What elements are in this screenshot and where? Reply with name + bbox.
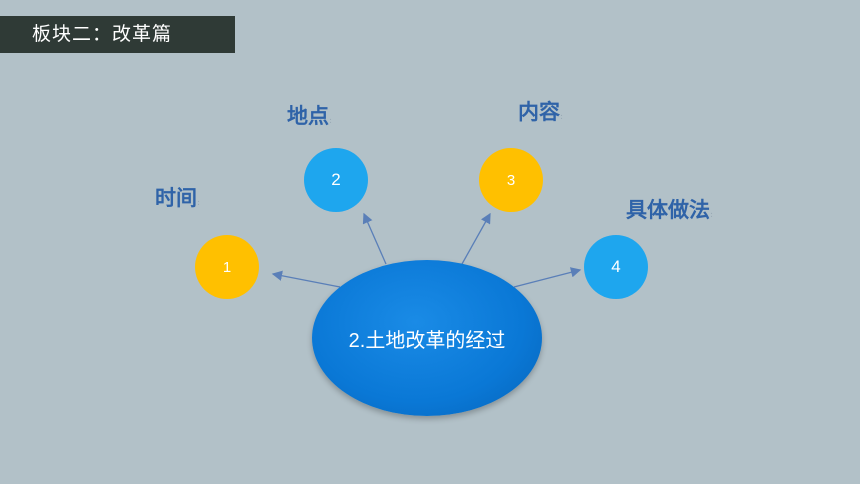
arrow-to-node-1 <box>271 270 341 288</box>
node-circle-4: 4 <box>584 235 648 299</box>
node-circle-1: 1 <box>195 235 259 299</box>
center-topic-ellipse: 2.土地改革的经过 <box>312 260 542 416</box>
arrow-to-node-4 <box>513 267 582 288</box>
node-circle-3: 3 <box>479 148 543 212</box>
node-label-time: 时间: <box>155 185 201 210</box>
node-label-content: 内容: <box>518 99 564 124</box>
arrow-to-node-2 <box>362 212 387 265</box>
arrow-to-node-3 <box>461 212 491 265</box>
node-label-place: 地点: <box>287 103 333 128</box>
node-circle-2: 2 <box>304 148 368 212</box>
section-title: 板块二：改革篇 <box>0 16 235 53</box>
node-label-method: 具体做法: <box>626 197 714 222</box>
